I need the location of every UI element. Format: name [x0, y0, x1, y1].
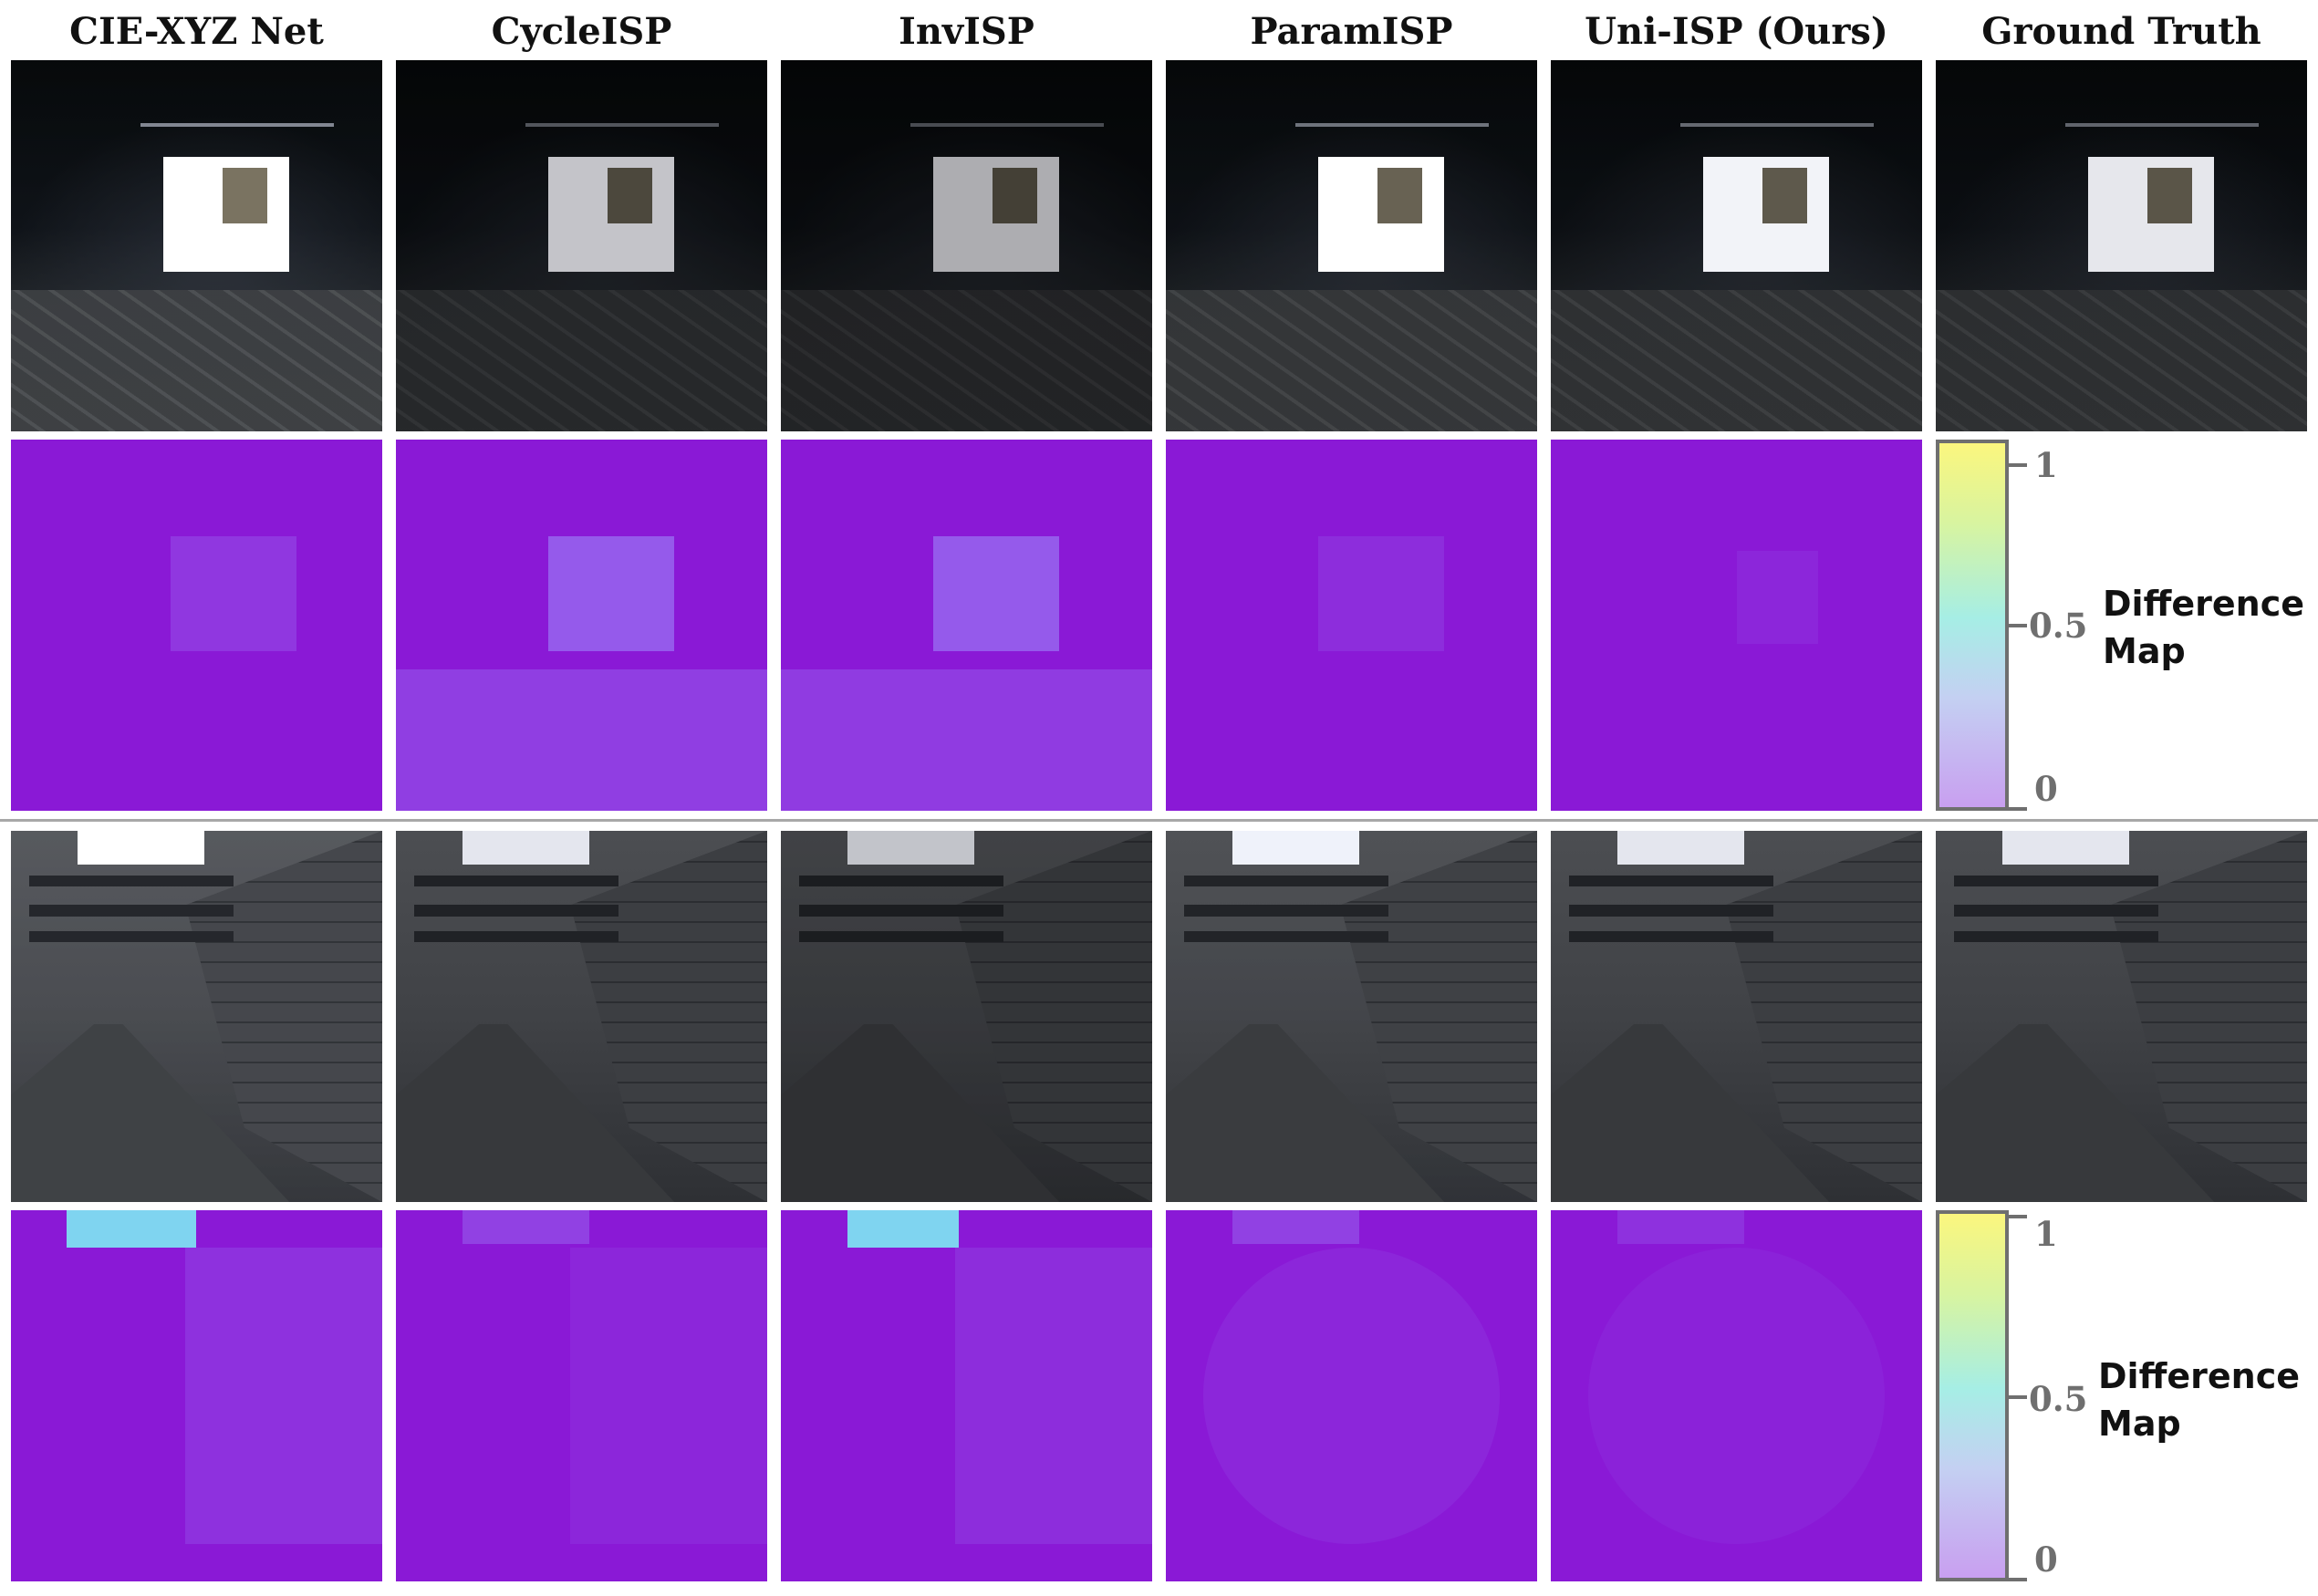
scene-a-ground-truth-image: [1936, 60, 2307, 431]
column-title-ground-truth: Ground Truth: [1981, 10, 2261, 53]
colorbar-tick-1: [2007, 1215, 2027, 1218]
colorbar-tick-0-5: [2007, 624, 2027, 627]
scene-b-ground-truth-image: [1936, 831, 2307, 1202]
scene-a-cie-xyz-net-image: [11, 60, 382, 431]
difference-map-label-line2: Map: [2098, 1404, 2181, 1444]
column-title-cycleisp: CycleISP: [491, 10, 672, 53]
colorbar-tick-label-0: 0: [2034, 1539, 2058, 1580]
scene-a-invisp-image: [781, 60, 1152, 431]
colorbar-tick-0: [2007, 807, 2027, 811]
column-title-uni-isp: Uni-ISP (Ours): [1585, 10, 1888, 53]
scene-b-cie-xyz-net-image: [11, 831, 382, 1202]
difference-map-label: Difference Map: [2103, 580, 2304, 675]
difference-map-label: Difference Map: [2098, 1352, 2300, 1447]
scene-a-uni-isp-difference-map: [1551, 440, 1922, 811]
column-title-paramisp: ParamISP: [1250, 10, 1453, 53]
column-title-cie-xyz-net: CIE-XYZ Net: [69, 10, 324, 53]
scene-b-cycleisp-difference-map: [396, 1210, 767, 1581]
scene-b-uni-isp-image: [1551, 831, 1922, 1202]
colorbar-tick-label-1: 1: [2034, 445, 2058, 485]
colorbar-tick-label-0-5: 0.5: [2029, 1379, 2088, 1419]
difference-colorbar: [1936, 440, 2009, 811]
scene-a-cycleisp-image: [396, 60, 767, 431]
scene-a-cie-xyz-net-difference-map: [11, 440, 382, 811]
scene-a-cycleisp-difference-map: [396, 440, 767, 811]
scene-b-uni-isp-difference-map: [1551, 1210, 1922, 1581]
scene-a-paramisp-difference-map: [1166, 440, 1537, 811]
colorbar-tick-label-0: 0: [2034, 769, 2058, 809]
difference-map-label-line1: Difference: [2103, 584, 2304, 624]
row-divider: [0, 819, 2318, 822]
scene-b-paramisp-image: [1166, 831, 1537, 1202]
difference-map-label-line2: Map: [2103, 631, 2186, 671]
difference-map-label-line1: Difference: [2098, 1356, 2300, 1396]
colorbar-tick-0: [2007, 1578, 2027, 1581]
scene-b-invisp-difference-map: [781, 1210, 1152, 1581]
scene-a-uni-isp-image: [1551, 60, 1922, 431]
difference-colorbar: [1936, 1210, 2009, 1581]
colorbar-tick-label-0-5: 0.5: [2029, 606, 2088, 646]
column-title-invisp: InvISP: [899, 10, 1034, 53]
scene-b-invisp-image: [781, 831, 1152, 1202]
colorbar-tick-0-5: [2007, 1395, 2027, 1399]
scene-a-paramisp-image: [1166, 60, 1537, 431]
colorbar-tick-1: [2007, 463, 2027, 467]
scene-b-paramisp-difference-map: [1166, 1210, 1537, 1581]
scene-b-cycleisp-image: [396, 831, 767, 1202]
colorbar-tick-label-1: 1: [2034, 1214, 2058, 1254]
scene-b-cie-xyz-net-difference-map: [11, 1210, 382, 1581]
scene-a-invisp-difference-map: [781, 440, 1152, 811]
